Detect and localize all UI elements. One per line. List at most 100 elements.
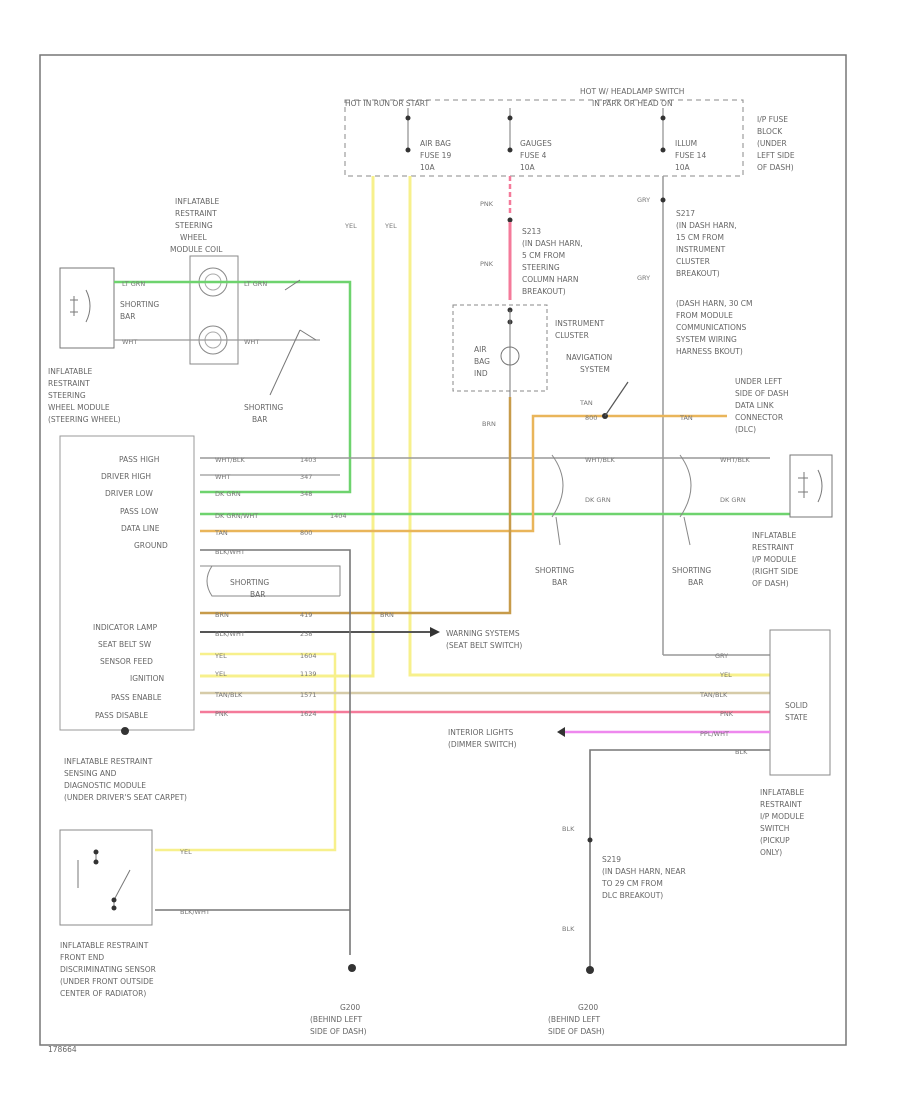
svg-text:BRN: BRN [215,611,229,619]
svg-text:WHT/BLK: WHT/BLK [585,456,616,464]
svg-text:WHT/BLK: WHT/BLK [720,456,751,464]
svg-text:PNK: PNK [480,260,494,268]
svg-text:PASS HIGH: PASS HIGH [119,455,159,464]
svg-text:GROUND: GROUND [134,541,168,550]
diagram-frame [39,54,847,1046]
svg-text:WHT: WHT [215,473,230,481]
svg-text:WHEEL MODULE: WHEEL MODULE [48,403,110,412]
svg-text:TAN/BLK: TAN/BLK [699,691,728,699]
svg-text:TO 29 CM FROM: TO 29 CM FROM [601,879,663,888]
svg-text:I/P MODULE: I/P MODULE [752,555,796,564]
svg-text:SIDE OF DASH): SIDE OF DASH) [310,1027,367,1036]
svg-text:FRONT END: FRONT END [60,953,104,962]
svg-text:(IN DASH HARN,: (IN DASH HARN, [522,239,583,248]
svg-text:S217: S217 [676,209,695,218]
switch-module-label: INFLATABLE RESTRAINT I/P MODULE SWITCH (… [760,788,804,857]
svg-text:TAN: TAN [579,399,593,407]
navigation-system-label: NAVIGATION SYSTEM [566,353,612,374]
svg-text:RESTRAINT: RESTRAINT [760,800,802,809]
svg-text:UNDER LEFT: UNDER LEFT [735,377,782,386]
in-park-label: IN PARK OR HEAD ON [592,99,673,108]
svg-text:1604: 1604 [300,652,317,660]
svg-text:1139: 1139 [300,670,317,678]
splice-s219-label: S219 (IN DASH HARN, NEAR TO 29 CM FROM D… [601,855,686,900]
svg-text:DRIVER HIGH: DRIVER HIGH [101,472,151,481]
svg-text:10A: 10A [675,163,691,172]
svg-text:BAR: BAR [120,312,136,321]
svg-text:YEL: YEL [344,222,357,230]
solid-state-switch: SOLID STATE [769,629,831,776]
svg-text:BLK: BLK [562,925,575,933]
fuse-air-bag: AIR BAG FUSE 19 10A [420,139,451,172]
svg-text:I/P MODULE: I/P MODULE [760,812,804,821]
wire-yel-sensor-feed [155,652,337,852]
svg-text:DRIVER LOW: DRIVER LOW [105,489,153,498]
svg-text:HARNESS BKOUT): HARNESS BKOUT) [676,347,743,356]
svg-text:DK GRN/WHT: DK GRN/WHT [215,512,258,520]
svg-text:WARNING SYSTEMS: WARNING SYSTEMS [446,629,520,638]
svg-text:DISCRIMINATING SENSOR: DISCRIMINATING SENSOR [60,965,156,974]
svg-text:TAN/BLK: TAN/BLK [214,691,243,699]
svg-text:(IN DASH HARN,: (IN DASH HARN, [676,221,737,230]
svg-text:PNK: PNK [480,200,494,208]
svg-text:BAR: BAR [250,590,266,599]
svg-text:FROM MODULE: FROM MODULE [676,311,733,320]
svg-text:(IN DASH HARN, NEAR: (IN DASH HARN, NEAR [602,867,686,876]
module-shorting-bar [200,565,341,597]
passenger-module [789,454,833,518]
front-discriminating-sensor [59,829,153,926]
svg-text:SHORTING: SHORTING [244,403,283,412]
svg-text:FUSE 4: FUSE 4 [520,151,547,160]
svg-text:1404: 1404 [330,512,347,520]
svg-text:SHORTING: SHORTING [672,566,711,575]
svg-text:OF DASH): OF DASH) [752,579,789,588]
svg-text:WHT: WHT [122,338,137,346]
svg-text:TAN: TAN [679,414,693,422]
svg-text:PASS LOW: PASS LOW [120,507,159,516]
svg-text:FUSE 19: FUSE 19 [420,151,451,160]
warning-systems-label: WARNING SYSTEMS (SEAT BELT SWITCH) [446,629,522,650]
svg-text:COLUMN HARN: COLUMN HARN [522,275,579,284]
fuse-block: HOT IN RUN OR START HOT W/ HEADLAMP SWIT… [344,87,795,177]
svg-text:SENSING AND: SENSING AND [64,769,117,778]
svg-text:PASS DISABLE: PASS DISABLE [95,711,148,720]
svg-text:1403: 1403 [300,456,317,464]
svg-text:BRN: BRN [482,420,496,428]
svg-text:BLK/WHT: BLK/WHT [215,630,245,638]
svg-text:CENTER OF RADIATOR): CENTER OF RADIATOR) [60,989,146,998]
svg-text:BAR: BAR [552,578,568,587]
svg-text:BLOCK: BLOCK [757,127,783,136]
ground-g200-left-label: G200 (BEHIND LEFT SIDE OF DASH) [310,1003,367,1036]
svg-text:800: 800 [585,414,597,422]
hot-headlamp-label: HOT W/ HEADLAMP SWITCH [580,87,684,96]
ground-g200-right-icon [586,966,594,974]
wire-yel-air-bag-1 [200,176,375,678]
svg-text:15 CM FROM: 15 CM FROM [676,233,724,242]
svg-text:WHEEL: WHEEL [180,233,208,242]
instrument-cluster: AIR BAG IND INSTRUMENT CLUSTER [452,304,605,397]
steering-wheel-coil-label: INFLATABLE RESTRAINT STEERING WHEEL MODU… [170,197,223,254]
svg-text:NAVIGATION: NAVIGATION [566,353,612,362]
svg-text:WHT: WHT [244,338,259,346]
svg-text:PNK: PNK [720,710,734,718]
svg-text:INFLATABLE RESTRAINT: INFLATABLE RESTRAINT [64,757,153,766]
svg-text:G200: G200 [578,1003,598,1012]
wire-yel-air-bag-2 [408,176,770,677]
svg-text:BLK/WHT: BLK/WHT [180,908,210,916]
svg-text:INFLATABLE: INFLATABLE [752,531,796,540]
dash-harness-note: (DASH HARN, 30 CM FROM MODULE COMMUNICAT… [676,299,752,356]
svg-text:AIR BAG: AIR BAG [420,139,451,148]
svg-text:5 CM FROM: 5 CM FROM [522,251,565,260]
svg-text:CLUSTER: CLUSTER [676,257,710,266]
svg-text:IGNITION: IGNITION [130,674,164,683]
svg-text:10A: 10A [420,163,436,172]
dlc-label: UNDER LEFT SIDE OF DASH DATA LINK CONNEC… [735,377,789,434]
svg-text:(BEHIND LEFT: (BEHIND LEFT [548,1015,601,1024]
svg-text:BLK: BLK [735,748,748,756]
svg-text:SIDE OF DASH: SIDE OF DASH [735,389,789,398]
svg-text:(UNDER: (UNDER [757,139,787,148]
svg-text:DK GRN: DK GRN [215,490,241,498]
fuse-gauges: GAUGES FUSE 4 10A [520,139,552,172]
svg-text:OF DASH): OF DASH) [757,163,794,172]
svg-text:INFLATABLE: INFLATABLE [175,197,219,206]
